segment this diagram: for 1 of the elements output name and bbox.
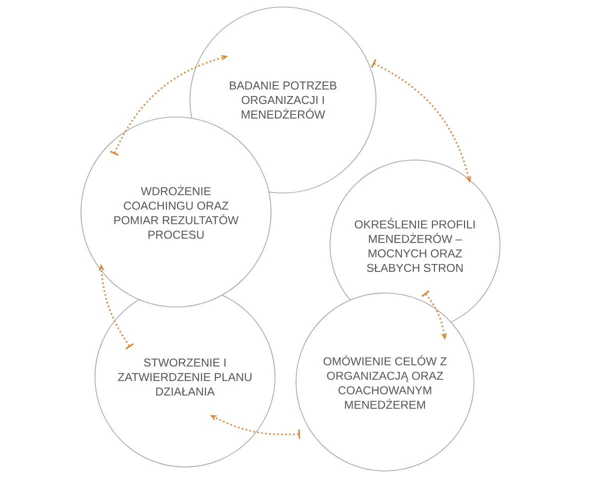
node-label: OMÓWIENIE CELÓW Z ORGANIZACJĄ ORAZ COACHOWANYM MENEDŻEREM: [324, 355, 447, 409]
